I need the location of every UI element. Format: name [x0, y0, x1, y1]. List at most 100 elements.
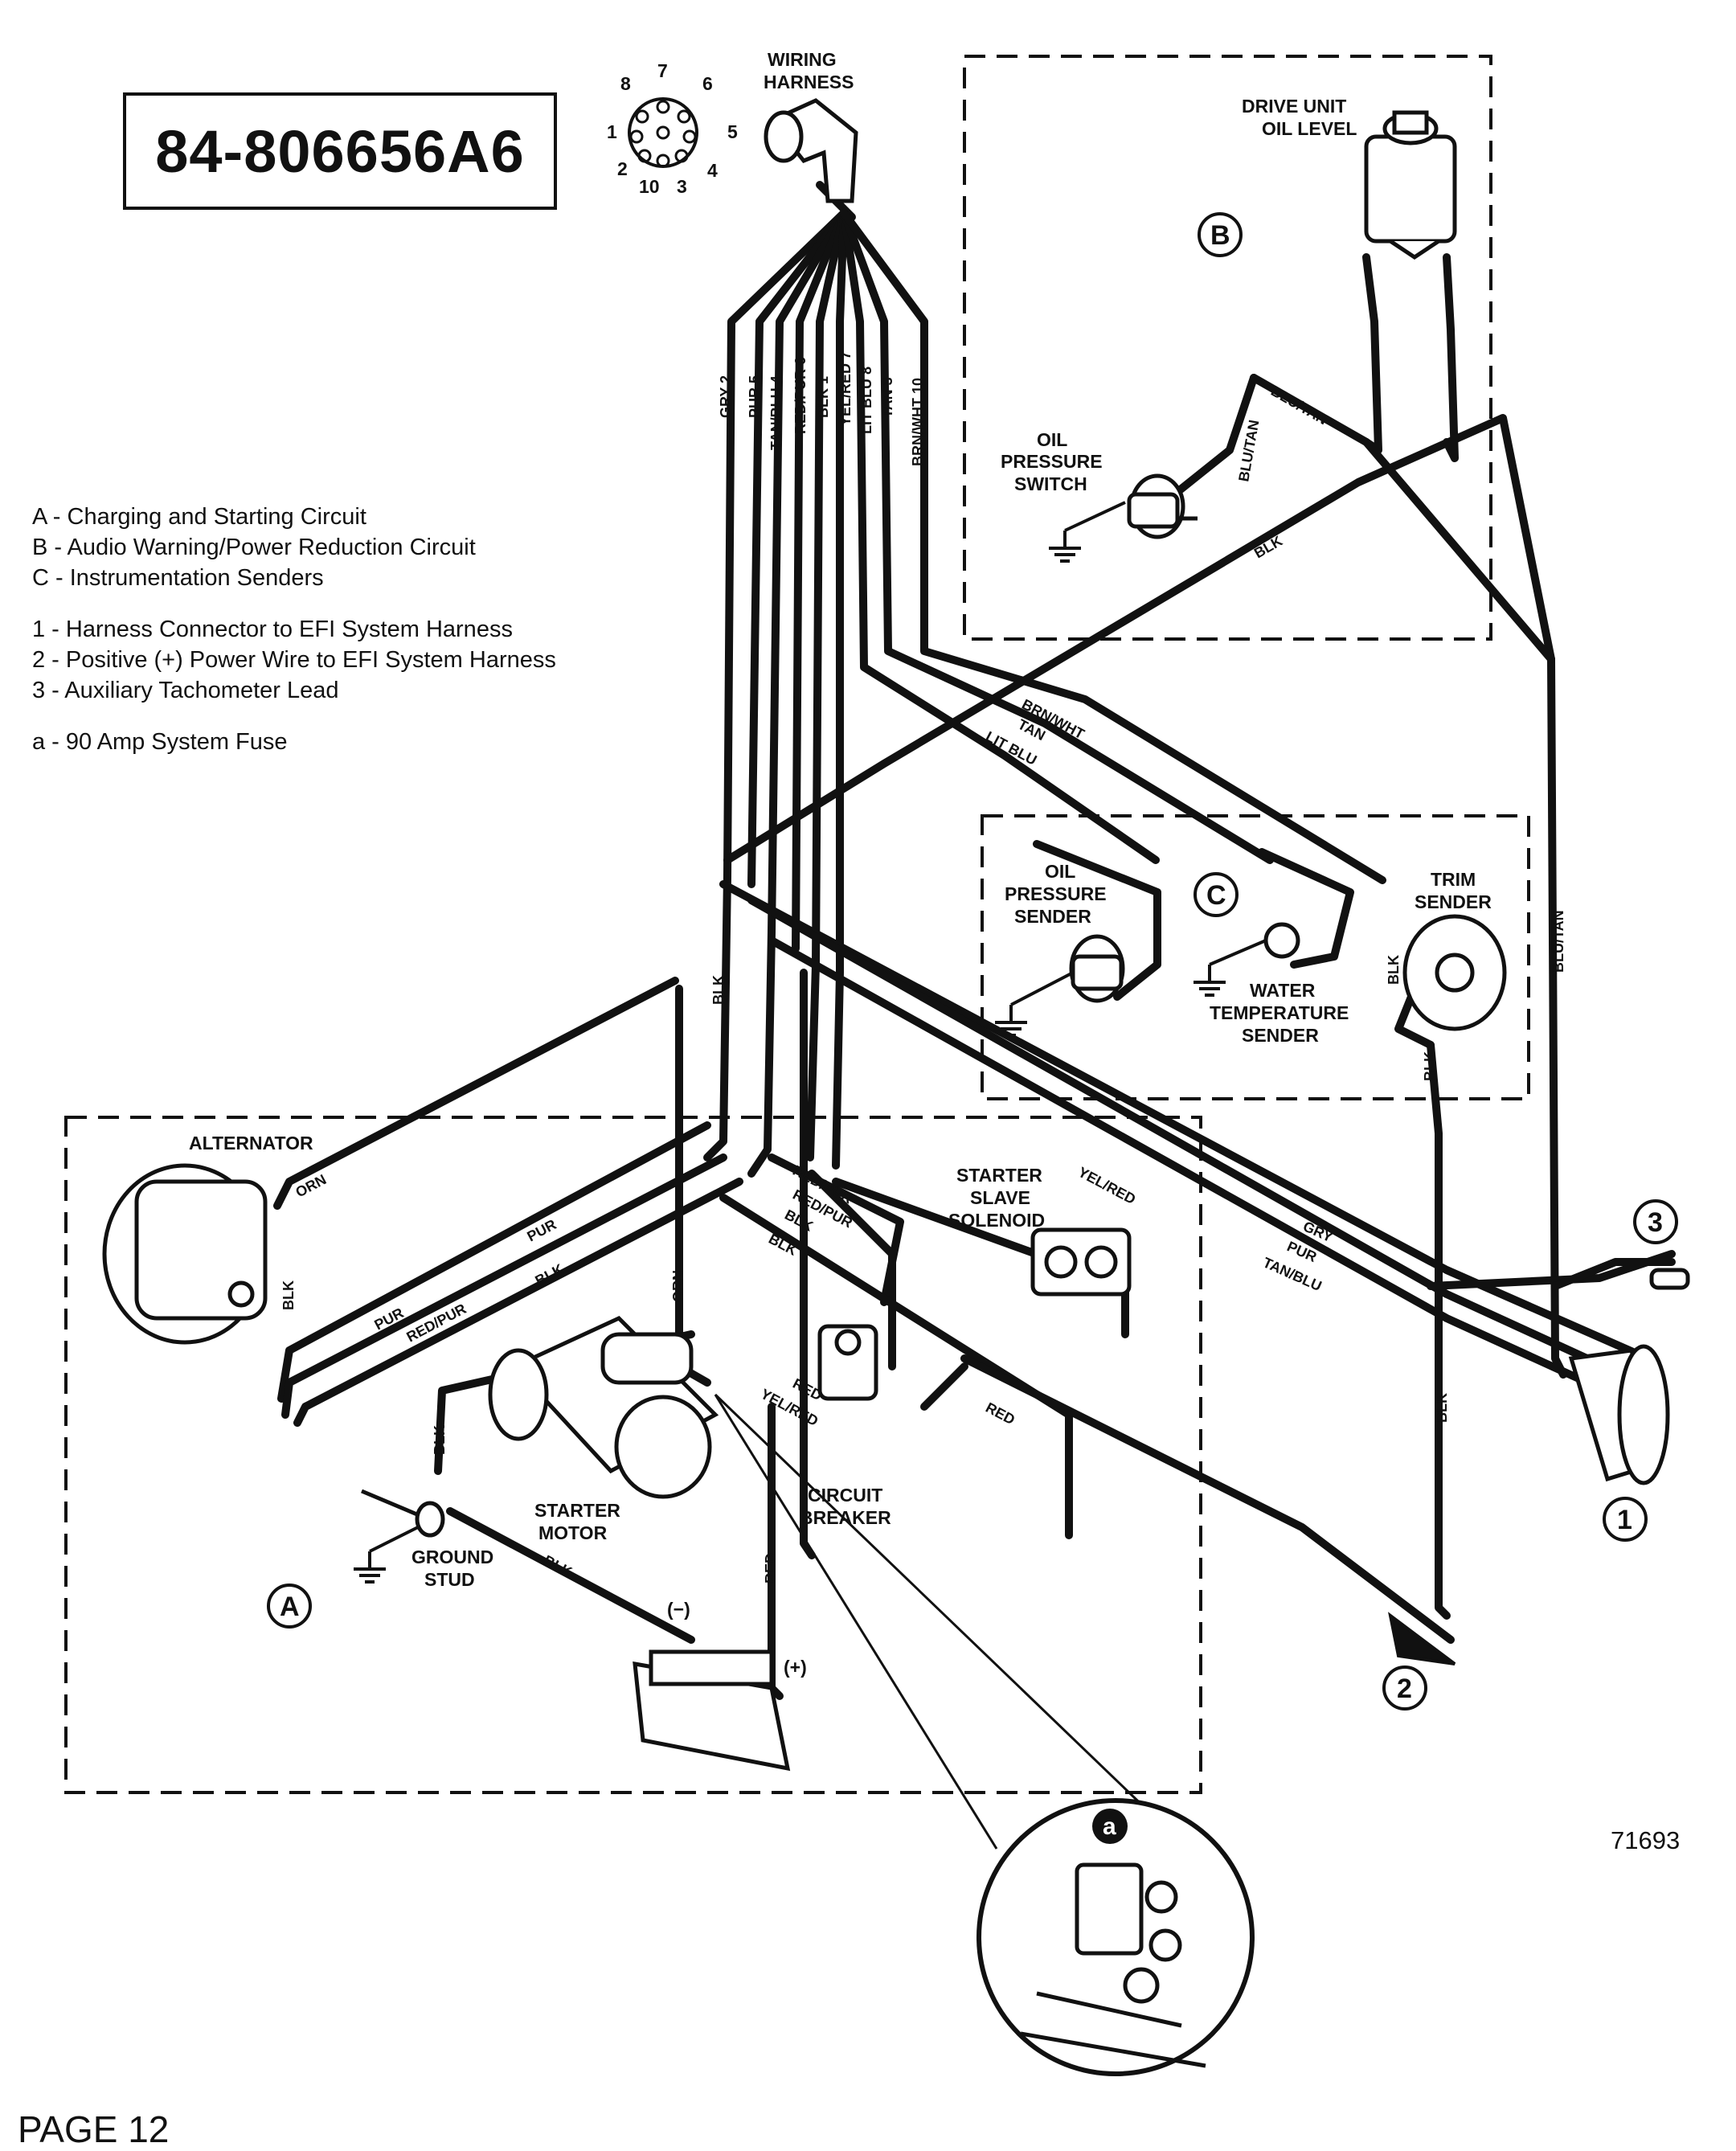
pin-3: 3	[677, 176, 687, 197]
wire-label-blu-tan-3: BLU/TAN	[1550, 910, 1566, 973]
legend-item-2: 2 - Positive (+) Power Wire to EFI Syste…	[32, 647, 556, 673]
pin-10: 10	[639, 176, 660, 197]
harness-wire-labels: GRY 2 PUR 5 TAN/BLU 4 RED/PUR 6 BLK 1 YE…	[718, 351, 926, 466]
oil-pressure-sender-label-3: SENDER	[1014, 906, 1091, 927]
circled-callouts	[267, 212, 1678, 1711]
legend-item-a: A - Charging and Starting Circuit	[32, 504, 366, 530]
callout-b: B	[1210, 220, 1230, 251]
ground-stud-label-1: GROUND	[411, 1547, 493, 1567]
circuit-box-c	[981, 814, 1530, 1100]
wire-label-blk-low: BLK	[532, 1261, 566, 1289]
power-wire-arrow	[1388, 1612, 1456, 1665]
wire-label-blk1: BLK 1	[815, 376, 831, 418]
callout-a: A	[280, 1592, 300, 1622]
battery-negative-label: (−)	[667, 1599, 690, 1620]
oil-pressure-sender	[1069, 934, 1125, 1003]
water-temp-label-2: TEMPERATURE	[1210, 1002, 1349, 1023]
wire-label-pur5: PUR 5	[747, 375, 763, 418]
drive-unit-oil-reservoir	[1364, 110, 1457, 260]
wire-label-blu-tan-1: BLU/TAN	[1268, 383, 1330, 428]
aux-tach-lead	[1649, 1268, 1690, 1290]
wire-label-orn-starter: ORN	[670, 1270, 686, 1302]
circuit-breaker-label-2: BREAKER	[800, 1507, 891, 1528]
solenoid-label-3: SOLENOID	[948, 1210, 1045, 1231]
wire-label-blk-b: BLK	[1251, 533, 1285, 562]
connector-pin-diagram: 7 8 6 1 5 2 4 10 3	[607, 60, 738, 197]
wire-label-tanblu4: TAN/BLU 4	[768, 375, 784, 450]
harness-plug	[764, 98, 858, 203]
callout-1: 1	[1617, 1505, 1632, 1535]
circuit-box-b	[963, 55, 1492, 641]
oil-pressure-sender-label-1: OIL	[1045, 861, 1075, 882]
ground-stud-label-2: STUD	[424, 1569, 475, 1590]
wire-label-brnwht10: BRN/WHT 10	[910, 378, 926, 466]
pin-7: 7	[657, 60, 668, 81]
circuit-breaker	[817, 1324, 878, 1401]
battery-positive-label: (+)	[784, 1657, 807, 1678]
callout-c: C	[1206, 880, 1226, 911]
efi-harness-connector	[1568, 1344, 1670, 1485]
wire-label-blk-s2: BLK	[766, 1231, 800, 1259]
legend-item-3: 3 - Auxiliary Tachometer Lead	[32, 678, 339, 703]
oil-pressure-switch-label-3: SWITCH	[1014, 473, 1087, 494]
circuit-box-a	[64, 1116, 1202, 1794]
starter-slave-solenoid	[1030, 1227, 1132, 1297]
pin-6: 6	[702, 73, 713, 94]
wire-label-yel-red-sol: YEL/RED	[1075, 1164, 1138, 1207]
wire-label-red-batt: RED	[763, 1553, 779, 1584]
drive-unit-label-2: OIL LEVEL	[1262, 118, 1357, 139]
water-temperature-sender	[1263, 922, 1300, 959]
water-temp-label-1: WATER	[1250, 980, 1316, 1001]
part-number-box: 84-806656A6	[123, 92, 557, 210]
solenoid-label-2: SLAVE	[970, 1187, 1030, 1208]
pin-5: 5	[727, 121, 738, 142]
battery	[633, 1649, 791, 1772]
pin-1: 1	[607, 121, 617, 142]
pin-4: 4	[707, 160, 718, 181]
figure-number: 71693	[1611, 1826, 1681, 1854]
legend-item-1: 1 - Harness Connector to EFI System Harn…	[32, 617, 513, 642]
legend: A - Charging and Starting Circuit B - Au…	[32, 502, 556, 757]
oil-pressure-sender-label-2: PRESSURE	[1005, 883, 1107, 904]
page-number: PAGE 12	[18, 2108, 170, 2150]
wire-label-blk-ground: BLK	[432, 1425, 448, 1455]
ground-stud	[361, 1489, 445, 1538]
callout-3: 3	[1648, 1207, 1663, 1238]
fuse-callout-label: a	[1103, 1813, 1116, 1840]
oil-pressure-switch-label-2: PRESSURE	[1001, 451, 1103, 472]
callout-2: 2	[1397, 1674, 1412, 1704]
starter-motor-label-1: STARTER	[534, 1500, 620, 1521]
wire-label-blk-trim-2: BLK	[1422, 1051, 1438, 1081]
pin-8: 8	[620, 73, 631, 94]
fuse-detail-inset: a	[714, 1393, 1255, 2076]
starter-motor	[488, 1315, 719, 1499]
fuse-callout-marker	[1092, 1809, 1128, 1844]
starter-motor-label-2: MOTOR	[538, 1522, 608, 1543]
water-temp-label-3: SENDER	[1242, 1025, 1319, 1046]
part-number: 84-806656A6	[155, 117, 525, 185]
alternator	[102, 1163, 268, 1345]
wire-label-blk-trunk: BLK	[710, 975, 727, 1005]
oil-pressure-switch	[1127, 473, 1198, 539]
wire-label-gry2: GRY 2	[718, 375, 734, 418]
wire-label-blk-trim-3: BLK	[1434, 1393, 1450, 1423]
drive-unit-label-1: DRIVE UNIT	[1242, 96, 1346, 117]
trim-sender	[1402, 914, 1507, 1031]
wiring-harness-label-2: HARNESS	[764, 72, 854, 92]
pin-2: 2	[617, 158, 628, 179]
wire-label-red-2: RED	[983, 1399, 1017, 1428]
wire-label-litblu8: LIT BLU 8	[858, 367, 874, 434]
alternator-label: ALTERNATOR	[189, 1133, 313, 1153]
legend-item-b: B - Audio Warning/Power Reduction Circui…	[32, 535, 476, 560]
wire-label-tan3: TAN 3	[879, 377, 895, 418]
legend-item-fuse: a - 90 Amp System Fuse	[32, 729, 288, 755]
wire-label-redpur6: RED/PUR 6	[792, 357, 809, 434]
wire-label-yelred7: YEL/RED 7	[837, 351, 854, 426]
wiring-harness-label-1: WIRING	[768, 49, 837, 70]
legend-item-c: C - Instrumentation Senders	[32, 565, 324, 591]
wire-label-blk-trim-1: BLK	[1386, 955, 1402, 985]
trim-sender-label-1: TRIM	[1431, 869, 1476, 890]
wire-label-blk-alt: BLK	[280, 1280, 297, 1310]
trim-sender-label-2: SENDER	[1415, 891, 1492, 912]
